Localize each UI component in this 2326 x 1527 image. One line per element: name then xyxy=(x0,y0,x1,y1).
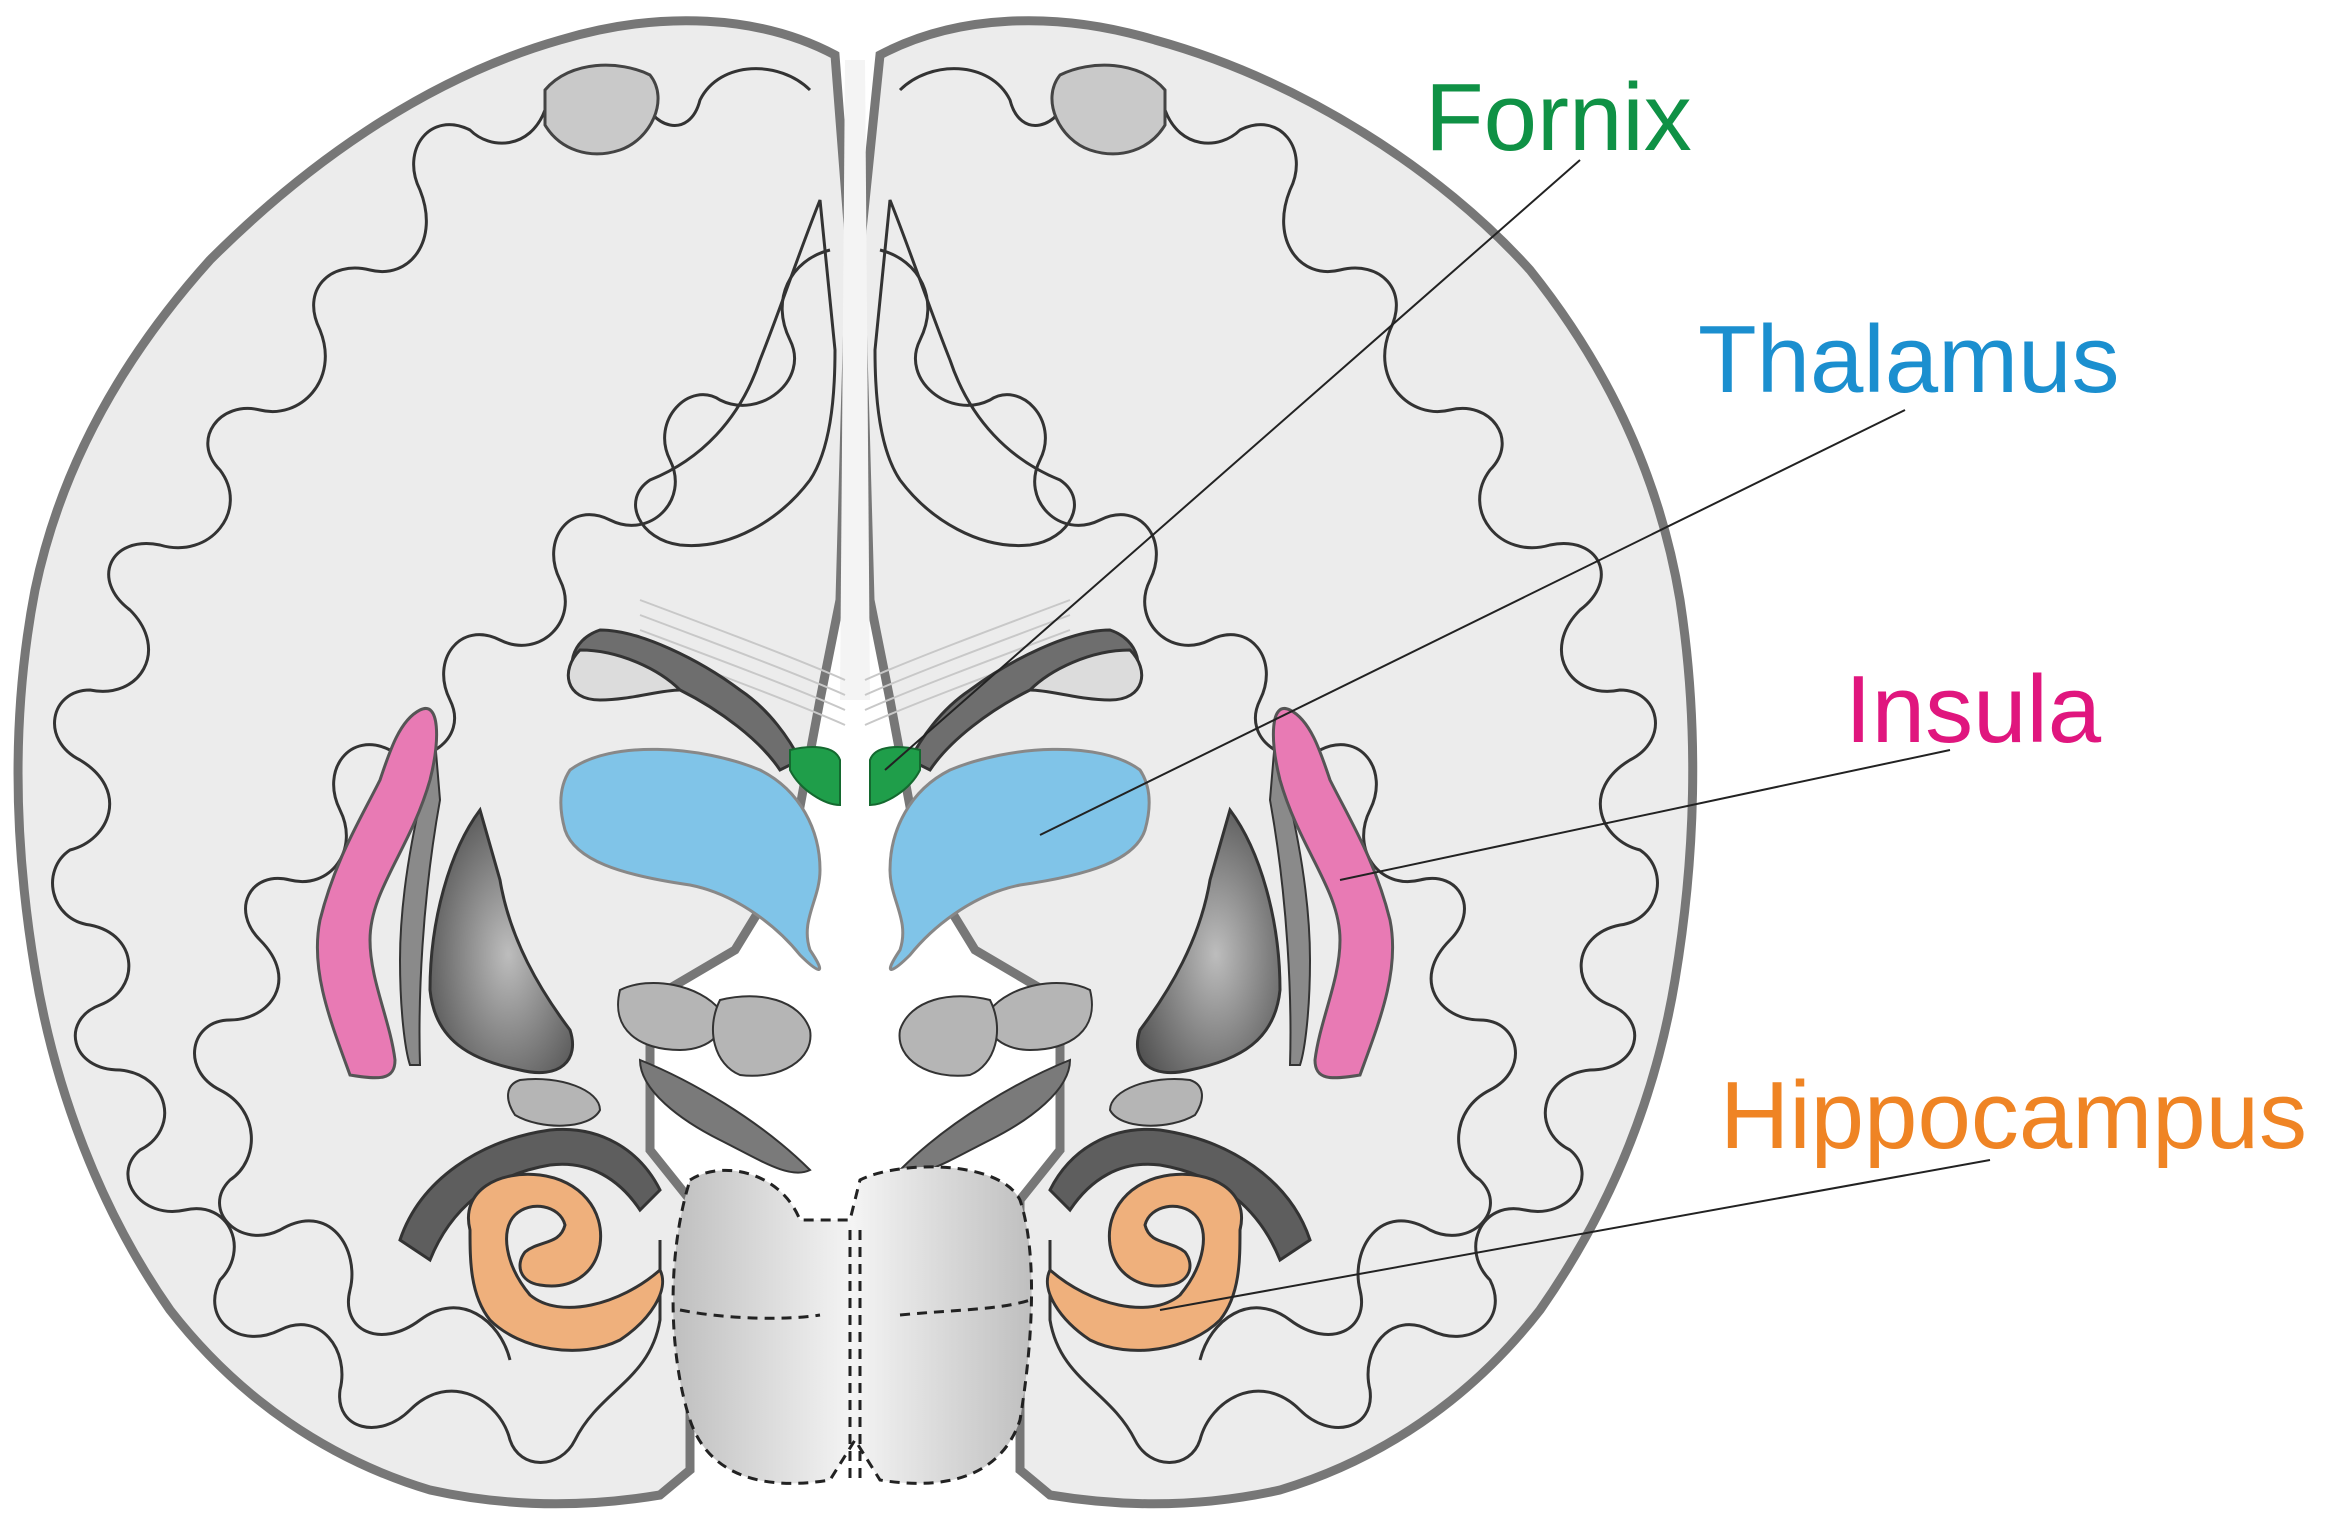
right-gyri-outline xyxy=(898,67,1659,1464)
left-ventricle-top xyxy=(543,63,660,156)
insula-leader xyxy=(1339,749,1951,881)
insula-right xyxy=(1272,706,1395,1080)
hippocampus-leader xyxy=(1159,1159,1991,1311)
left-cingulate xyxy=(634,199,837,548)
fornix xyxy=(789,746,841,807)
hippocampus-label: Hippocampus xyxy=(1720,1062,2307,1169)
brainstem-dashes xyxy=(679,1230,1031,1480)
thalamus-leader xyxy=(1039,409,1906,836)
hippocampus-right xyxy=(1045,1172,1243,1352)
right-caudate xyxy=(1026,648,1144,702)
left-gyri-outline xyxy=(51,67,812,1464)
thalamus-label: Thalamus xyxy=(1698,306,2120,413)
corpus-callosum-fibers xyxy=(639,599,1071,726)
fornix-right xyxy=(869,746,921,807)
left-claustrum xyxy=(398,739,442,1066)
left-putamen xyxy=(428,806,575,1075)
leader-lines xyxy=(884,159,1991,1311)
thalamus-right xyxy=(888,747,1151,971)
left-white-matter-core xyxy=(193,248,831,1361)
brainstem xyxy=(671,1165,1034,1485)
right-cingulate xyxy=(873,199,1076,548)
fornix-leader xyxy=(884,159,1581,771)
left-caudate xyxy=(566,648,684,702)
insula xyxy=(315,706,438,1080)
hippocampus xyxy=(467,1172,665,1352)
right-white-matter-core xyxy=(879,248,1517,1361)
right-ventricle-top xyxy=(1050,63,1167,156)
fornix-label: Fornix xyxy=(1425,64,1692,171)
basal-structures xyxy=(507,982,1203,1174)
thalamus xyxy=(559,747,822,971)
insula-label: Insula xyxy=(1845,656,2102,763)
right-putamen xyxy=(1135,806,1282,1075)
right-claustrum xyxy=(1268,739,1312,1066)
midline xyxy=(840,60,870,700)
